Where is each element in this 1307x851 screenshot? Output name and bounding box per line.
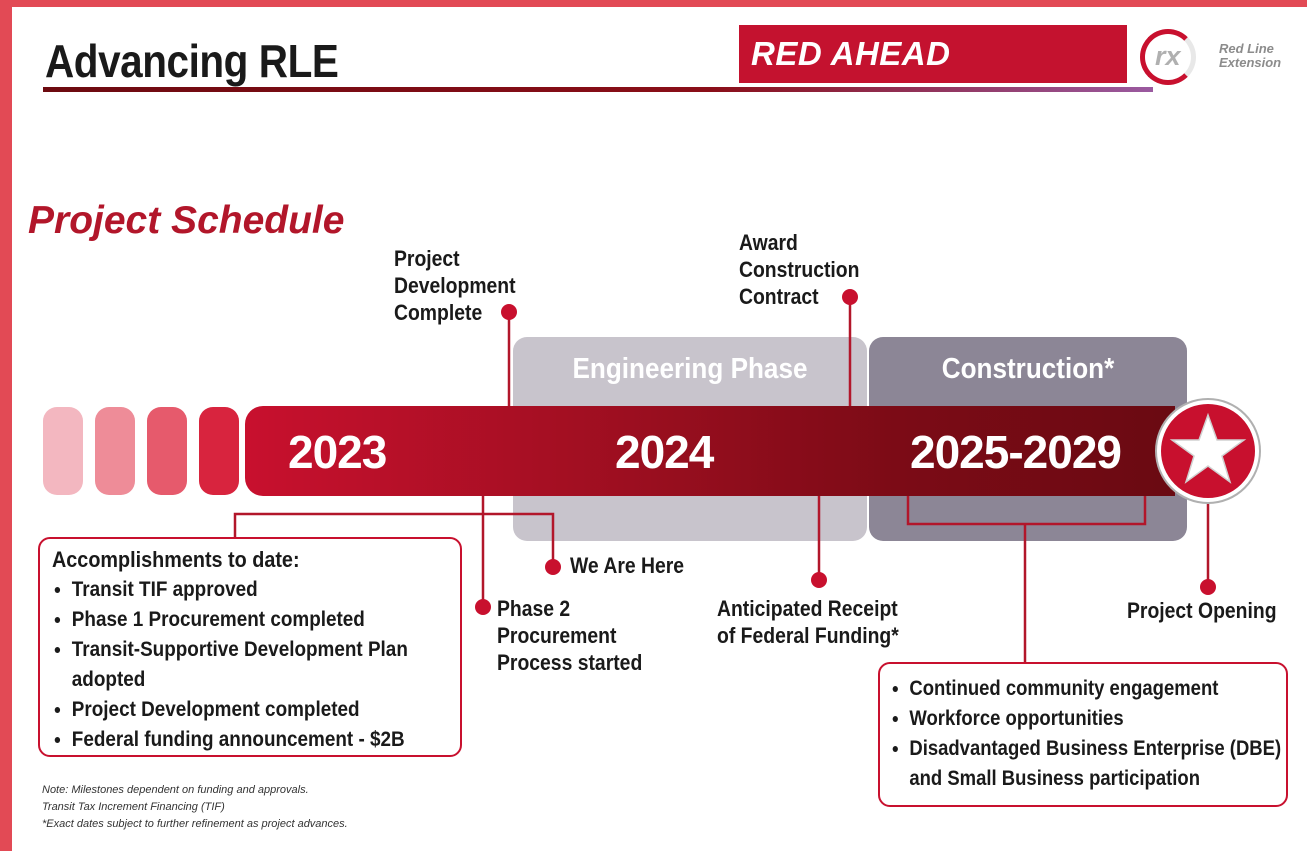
label-line: Development <box>394 273 516 298</box>
footnote-line: *Exact dates subject to further refineme… <box>42 818 348 830</box>
milestone-phase2: Phase 2 Procurement Process started <box>497 595 642 676</box>
milestone-project-development: Project Development Complete <box>394 245 516 326</box>
label-line: of Federal Funding* <box>717 623 899 648</box>
label-line: Project <box>394 246 460 271</box>
year-2025-2029: 2025-2029 <box>910 426 1122 478</box>
construction-phase-label: Construction* <box>941 353 1115 385</box>
connector-lines <box>233 289 1216 662</box>
accomplishments-heading: Accomplishments to date: <box>52 547 300 572</box>
timeline-bar <box>245 406 1175 496</box>
label-line: Contract <box>739 284 819 309</box>
milestone-dot-we-are-here <box>545 559 561 575</box>
milestone-dot-phase2 <box>475 599 491 615</box>
page-title: Advancing RLE <box>45 35 339 87</box>
construction-benefits-list: Continued community engagement Workforce… <box>890 674 1297 794</box>
list-item: Federal funding announcement - $2B <box>72 725 468 755</box>
rle-logo-ring-icon <box>1140 29 1196 85</box>
milestone-dot-project-development <box>501 304 517 320</box>
label-line: Phase 2 <box>497 596 571 621</box>
timeline-pill <box>43 407 83 495</box>
milestone-award-contract: Award Construction Contract <box>739 229 859 310</box>
label-line: Procurement <box>497 623 617 648</box>
accomplishments-list: Transit TIF approved Phase 1 Procurement… <box>52 575 468 755</box>
footnote-line: Note: Milestones dependent on funding an… <box>42 784 309 796</box>
timeline-pill <box>199 407 239 495</box>
title-underline <box>43 87 1153 92</box>
list-item: Transit-Supportive Development Plan adop… <box>72 635 468 695</box>
year-2023: 2023 <box>288 426 387 478</box>
list-item: Transit TIF approved <box>72 575 468 605</box>
engineering-phase-label: Engineering Phase <box>572 353 808 385</box>
timeline-pill <box>95 407 135 495</box>
rle-logo-mark: rx <box>1155 41 1181 71</box>
label-line: Award <box>739 230 798 255</box>
accomplishments-box: Accomplishments to date: Transit TIF app… <box>38 537 462 757</box>
milestone-dot-award-contract <box>842 289 858 305</box>
label-line: Process started <box>497 650 643 675</box>
milestone-project-opening: Project Opening <box>1127 598 1277 623</box>
construction-benefits-box: Continued community engagement Workforce… <box>878 662 1288 807</box>
slide: Advancing RLE RED AHEAD rx Red Line Exte… <box>12 7 1307 851</box>
label-line: Anticipated Receipt <box>717 596 898 621</box>
connector-we-are-here <box>233 512 555 567</box>
year-2024: 2024 <box>615 426 714 478</box>
logo-text-line1: Red Line <box>1219 41 1274 56</box>
footnote-line: Transit Tax Increment Financing (TIF) <box>42 801 225 813</box>
list-item: Phase 1 Procurement completed <box>72 605 468 635</box>
list-item: Workforce opportunities <box>909 704 1296 734</box>
star-icon <box>1169 412 1247 484</box>
logo-text-line2: Extension <box>1219 55 1282 70</box>
schedule-title: Project Schedule <box>28 199 345 242</box>
list-item: Disadvantaged Business Enterprise (DBE) … <box>909 734 1296 794</box>
connector-construction-bracket <box>906 496 1147 526</box>
rle-logo-text: Red Line Extension <box>1219 42 1281 70</box>
list-item: Project Development completed <box>72 695 468 725</box>
milestone-dot-project-opening <box>1200 579 1216 595</box>
label-line: Complete <box>394 300 483 325</box>
label-line: Construction <box>739 257 860 282</box>
milestone-federal-funding: Anticipated Receipt of Federal Funding* <box>717 595 899 649</box>
timeline-pill <box>147 407 187 495</box>
list-item: Continued community engagement <box>909 674 1296 704</box>
red-ahead-banner: RED AHEAD <box>739 25 1127 83</box>
milestone-dot-federal-funding <box>811 572 827 588</box>
milestone-we-are-here: We Are Here <box>570 553 685 578</box>
